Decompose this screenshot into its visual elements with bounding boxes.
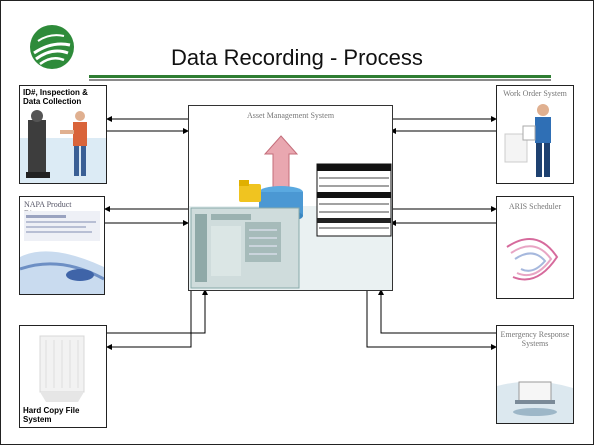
response-scene-icon <box>497 381 573 423</box>
node-asset-management-system: Asset Management System <box>188 105 393 291</box>
technician-with-equipment-icon <box>20 110 106 183</box>
asset-system-illustration <box>189 135 392 290</box>
node-emergency-response-systems: Emergency Response Systems <box>496 325 574 424</box>
node-label: ID#, Inspection & Data Collection <box>23 88 88 106</box>
parts-catalog-icon <box>20 211 104 294</box>
node-inspection-data-collection: ID#, Inspection & Data Collection <box>19 85 107 184</box>
title-underline-green <box>89 75 551 78</box>
screenshot-panel <box>190 163 392 289</box>
node-label: Work Order System <box>503 89 567 98</box>
node-label: ARIS Scheduler <box>508 202 562 211</box>
node-napa-product-directory: NAPA Product Directory <box>19 196 105 295</box>
node-aris-scheduler: ARIS Scheduler <box>496 196 574 299</box>
node-hard-copy-file-system: Hard Copy File System <box>19 325 107 428</box>
node-label: Hard Copy File System <box>23 406 80 424</box>
wave-graphic-icon <box>506 238 559 281</box>
cooperative-logo-icon <box>30 25 74 69</box>
center-label: Asset Management System <box>246 111 335 120</box>
folder-icon <box>239 180 261 202</box>
page-title: Data Recording - Process <box>171 45 423 70</box>
arrow-up-icon <box>263 135 299 189</box>
file-cabinet-icon <box>39 335 85 402</box>
node-label: Emergency Response Systems <box>500 330 570 348</box>
worker-with-clipboard-icon <box>504 104 551 177</box>
title-underline-gray <box>89 79 551 81</box>
node-work-order-system: Work Order System <box>496 85 574 184</box>
